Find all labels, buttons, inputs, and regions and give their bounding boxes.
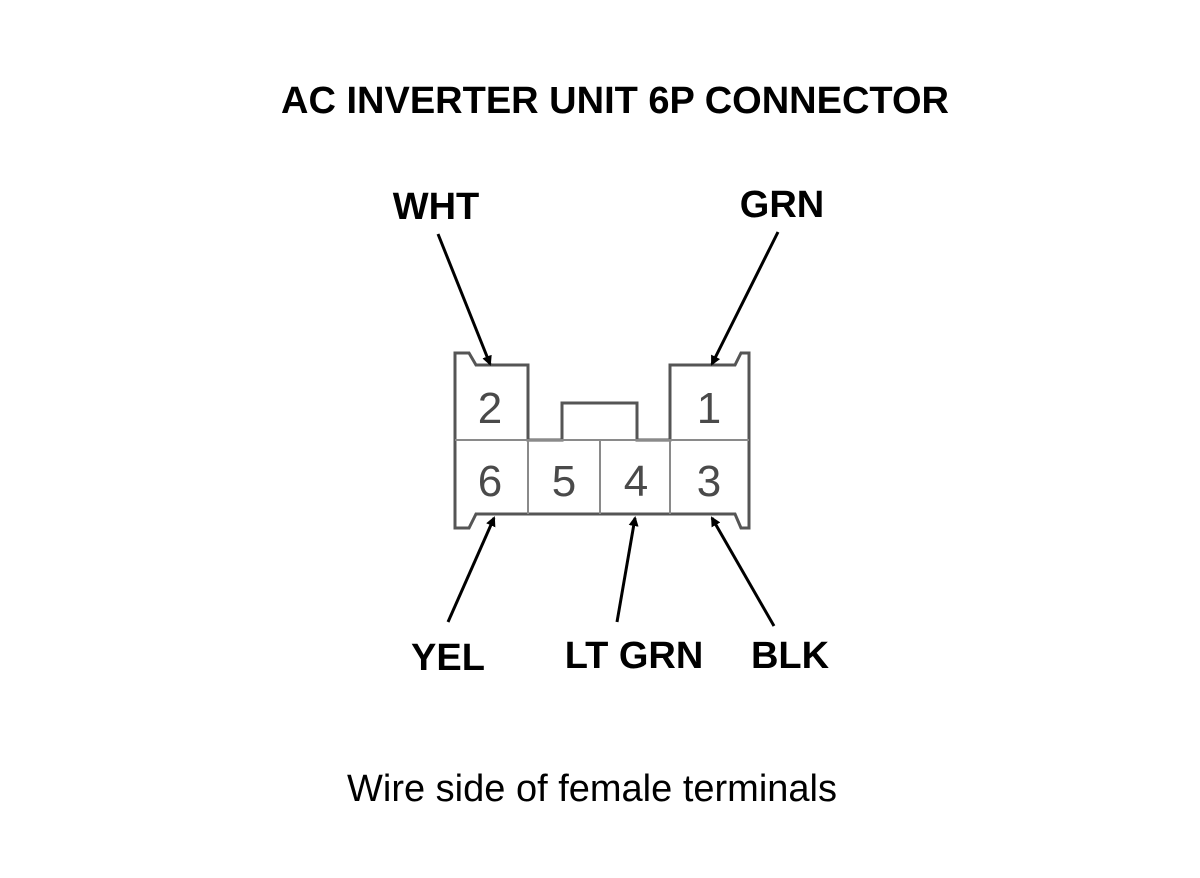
leader-arrow-pin-1 <box>710 231 780 366</box>
pin-3-number: 3 <box>697 457 721 506</box>
leader-arrow-pin-4 <box>615 516 639 623</box>
pin-2-number: 2 <box>478 384 502 433</box>
wire-label-pin-6: YEL <box>411 637 485 679</box>
wire-label-pin-2: WHT <box>393 186 480 228</box>
wire-label-pin-1: GRN <box>740 184 824 226</box>
pin-1-number: 1 <box>697 384 721 433</box>
leader-arrow-pin-2 <box>436 233 492 366</box>
pin-5-number: 5 <box>552 457 576 506</box>
wire-label-pin-4: LT GRN <box>565 635 704 677</box>
pin-6-number: 6 <box>478 457 502 506</box>
leader-arrow-pin-3 <box>710 516 776 627</box>
pin-4-number: 4 <box>624 457 648 506</box>
leader-arrow-pin-6 <box>446 516 496 623</box>
diagram-title: AC INVERTER UNIT 6P CONNECTOR <box>281 80 949 122</box>
wire-label-pin-3: BLK <box>751 635 830 677</box>
diagram-caption: Wire side of female terminals <box>347 768 837 810</box>
